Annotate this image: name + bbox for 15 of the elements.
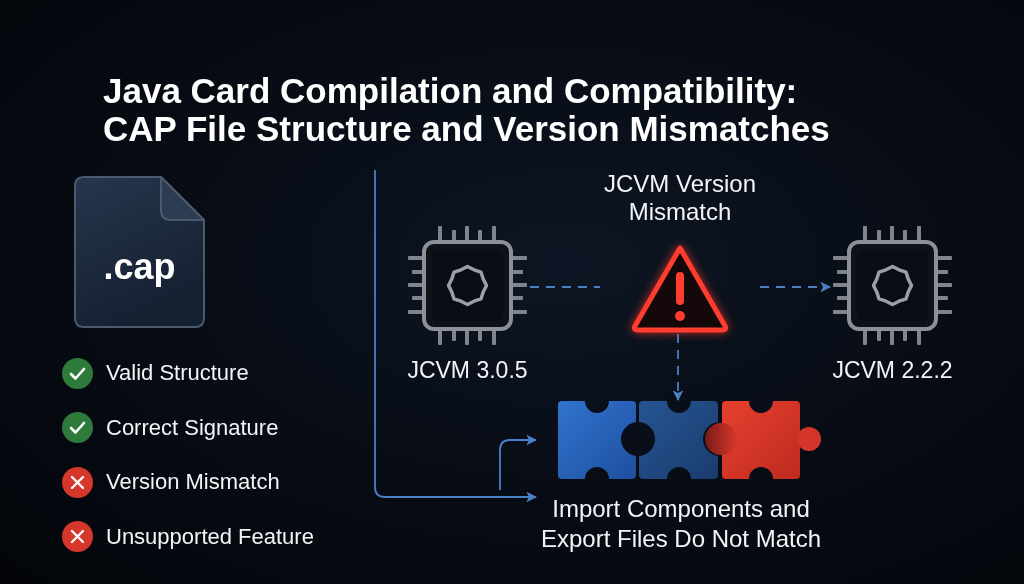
checklist-item: Version Mismatch <box>106 469 280 496</box>
file-extension: .cap <box>103 247 176 287</box>
dashed-arrow <box>672 333 684 402</box>
checklist-item: Unsupported Feature <box>106 523 314 550</box>
arrow <box>374 169 538 503</box>
puzzle-caption: Import Components and Export Files Do Not Match <box>539 494 823 554</box>
arrow <box>499 434 538 491</box>
dashed-connector-line <box>529 286 601 288</box>
checklist-item: Correct Signature <box>106 414 279 441</box>
chip-label: JCVM 3.0.5 <box>407 356 528 384</box>
title: Java Card Compilation and Compatibility: CAP File Structure and Version Mismatches <box>103 72 831 148</box>
dashed-arrow <box>759 281 832 293</box>
warning-heading: JCVM Version Mismatch <box>602 170 758 226</box>
checklist-item: Valid Structure <box>106 360 249 387</box>
chip-label: JCVM 2.2.2 <box>832 356 953 384</box>
